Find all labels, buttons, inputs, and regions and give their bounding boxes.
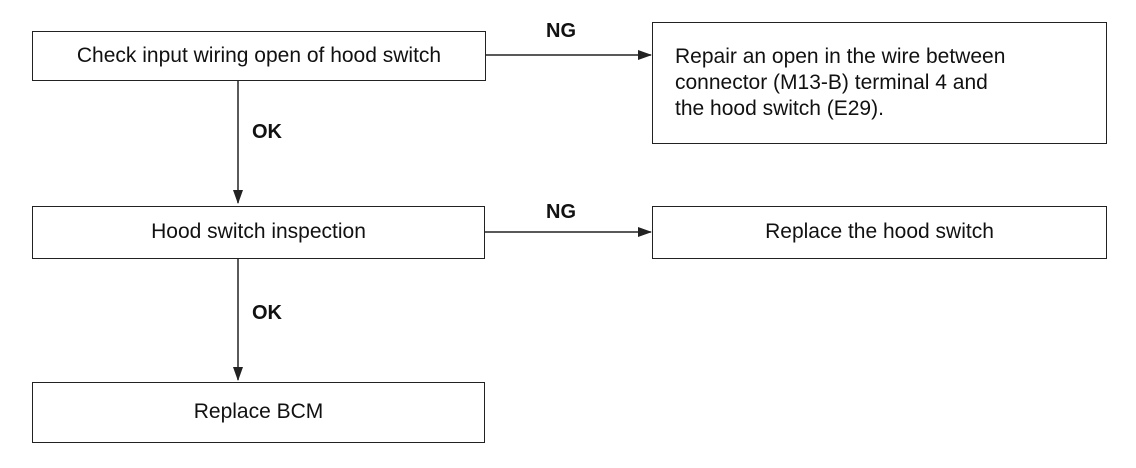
result-repair-line-1: Repair an open in the wire between	[675, 44, 1006, 68]
result-repair-open-wire-text: Repair an open in the wire between conne…	[675, 44, 1005, 123]
branch-label-ok-2: OK	[252, 302, 282, 324]
result-repair-open-wire: Repair an open in the wire between conne…	[652, 22, 1107, 144]
result-repair-line-3: the hood switch (E29).	[675, 97, 884, 121]
result-replace-hood-switch-label: Replace the hood switch	[765, 220, 994, 244]
branch-label-ng-2: NG	[546, 201, 576, 223]
result-repair-line-2: connector (M13-B) terminal 4 and	[675, 70, 988, 94]
branch-label-ok-1: OK	[252, 121, 282, 143]
step-hood-switch-inspection: Hood switch inspection	[32, 206, 485, 259]
branch-label-ng-1: NG	[546, 20, 576, 42]
step-hood-switch-inspection-label: Hood switch inspection	[151, 220, 366, 244]
step-check-input-wiring-label: Check input wiring open of hood switch	[76, 43, 442, 67]
step-replace-bcm-label: Replace BCM	[193, 400, 324, 424]
step-check-input-wiring: Check input wiring open of hood switch	[32, 31, 486, 81]
step-replace-bcm: Replace BCM	[32, 382, 485, 443]
result-replace-hood-switch: Replace the hood switch	[652, 206, 1107, 259]
